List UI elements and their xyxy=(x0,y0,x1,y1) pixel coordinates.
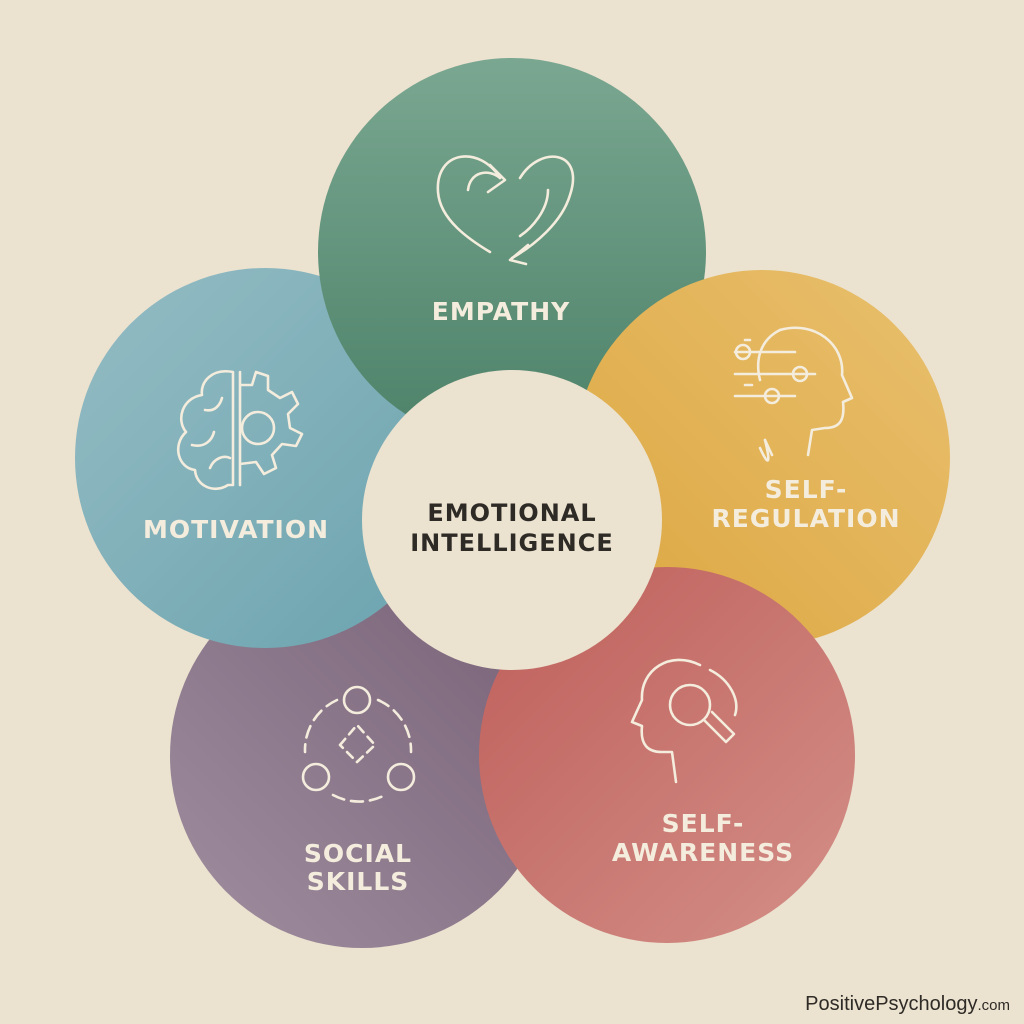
center-title-line1: EMOTIONAL xyxy=(427,499,596,527)
empathy-label: EMPATHY xyxy=(432,297,570,326)
head-sliders-icon xyxy=(733,326,854,462)
brain-gear-icon xyxy=(176,370,304,491)
petal-self-awareness: SELF- AWARENESS xyxy=(479,567,855,943)
self-regulation-label-1: SELF- xyxy=(765,475,848,504)
center-title-line2: INTELLIGENCE xyxy=(410,529,613,557)
head-magnifier-icon xyxy=(630,658,738,784)
social-skills-label-1: SOCIAL xyxy=(304,839,412,868)
self-awareness-circle xyxy=(479,567,855,943)
petal-self-regulation: SELF- REGULATION xyxy=(574,270,950,646)
people-circle-icon xyxy=(301,685,416,803)
logo-main: PositivePsychology xyxy=(805,993,978,1015)
center-hub: EMOTIONAL INTELLIGENCE xyxy=(362,370,662,670)
motivation-label: MOTIVATION xyxy=(143,515,329,544)
self-awareness-label-1: SELF- xyxy=(662,809,745,838)
petal-social-skills: SOCIAL SKILLS xyxy=(170,564,554,948)
brand-logo: PositivePsychology.com xyxy=(805,993,1010,1016)
logo-suffix: .com xyxy=(977,997,1010,1014)
self-regulation-circle xyxy=(574,270,950,646)
self-awareness-label-2: AWARENESS xyxy=(612,838,794,867)
self-regulation-label-2: REGULATION xyxy=(711,504,900,533)
center-circle xyxy=(362,370,662,670)
social-skills-label-2: SKILLS xyxy=(307,867,410,896)
heart-arrows-icon xyxy=(436,155,575,266)
